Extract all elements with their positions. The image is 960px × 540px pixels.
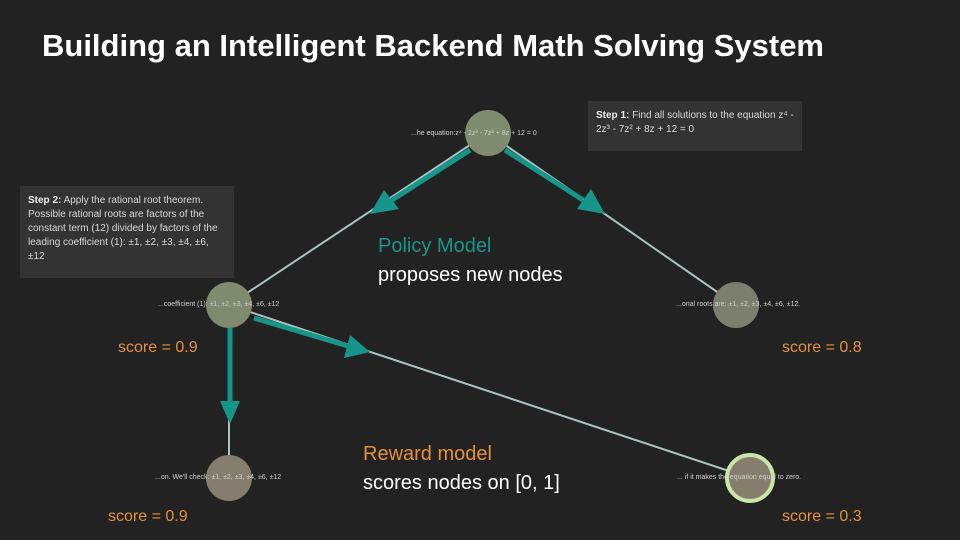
node-left-text: ...coefficient (1): ±1, ±2, ±3, ±4, ±6, … [158,301,280,308]
node-right[interactable] [713,282,759,328]
policy-model-title: Policy Model [378,235,492,257]
edge-root-right [487,132,737,306]
score-left: score = 0.9 [118,339,198,356]
node-bottom-right[interactable] [725,453,775,503]
step1-box: Step 1: Find all solutions to the equati… [588,101,802,151]
step1-heading: Step 1: [596,110,630,121]
edge-root-left [228,132,489,306]
reward-model-subtitle: scores nodes on [0, 1] [363,472,560,494]
step2-box: Step 2: Apply the rational root theorem.… [20,186,234,278]
score-bottom-right: score = 0.3 [782,508,862,525]
node-bottom-right-text: ... if it makes the equation equal to ze… [677,474,802,481]
policy-model-subtitle: proposes new nodes [378,264,563,286]
score-right: score = 0.8 [782,339,862,356]
step2-text: Apply the rational root theorem. Possibl… [28,195,218,262]
node-right-text: ...onal roots are: ±1, ±2, ±3, ±4, ±6, ±… [676,301,801,308]
policy-arrow-down [220,328,240,424]
node-left[interactable] [206,282,252,328]
step1-text: Find all solutions to the equation z⁴ - … [596,110,794,135]
slide-title: Building an Intelligent Backend Math Sol… [42,28,824,63]
node-root[interactable] [465,110,511,156]
node-root-text: ...he equation:z⁴ - 2z³ - 7z² + 8z + 12 … [411,130,537,137]
reward-model-title: Reward model [363,443,492,465]
node-bottom-left-text: ...on. We'll check: ±1, ±2, ±3, ±4, ±6, … [155,474,282,481]
step2-heading: Step 2: [28,195,62,206]
node-bottom-left[interactable] [206,455,252,501]
policy-arrow-left [370,147,472,214]
score-bottom-left: score = 0.9 [108,508,188,525]
policy-arrow-diagonal [253,315,370,358]
policy-arrow-right [503,147,605,214]
